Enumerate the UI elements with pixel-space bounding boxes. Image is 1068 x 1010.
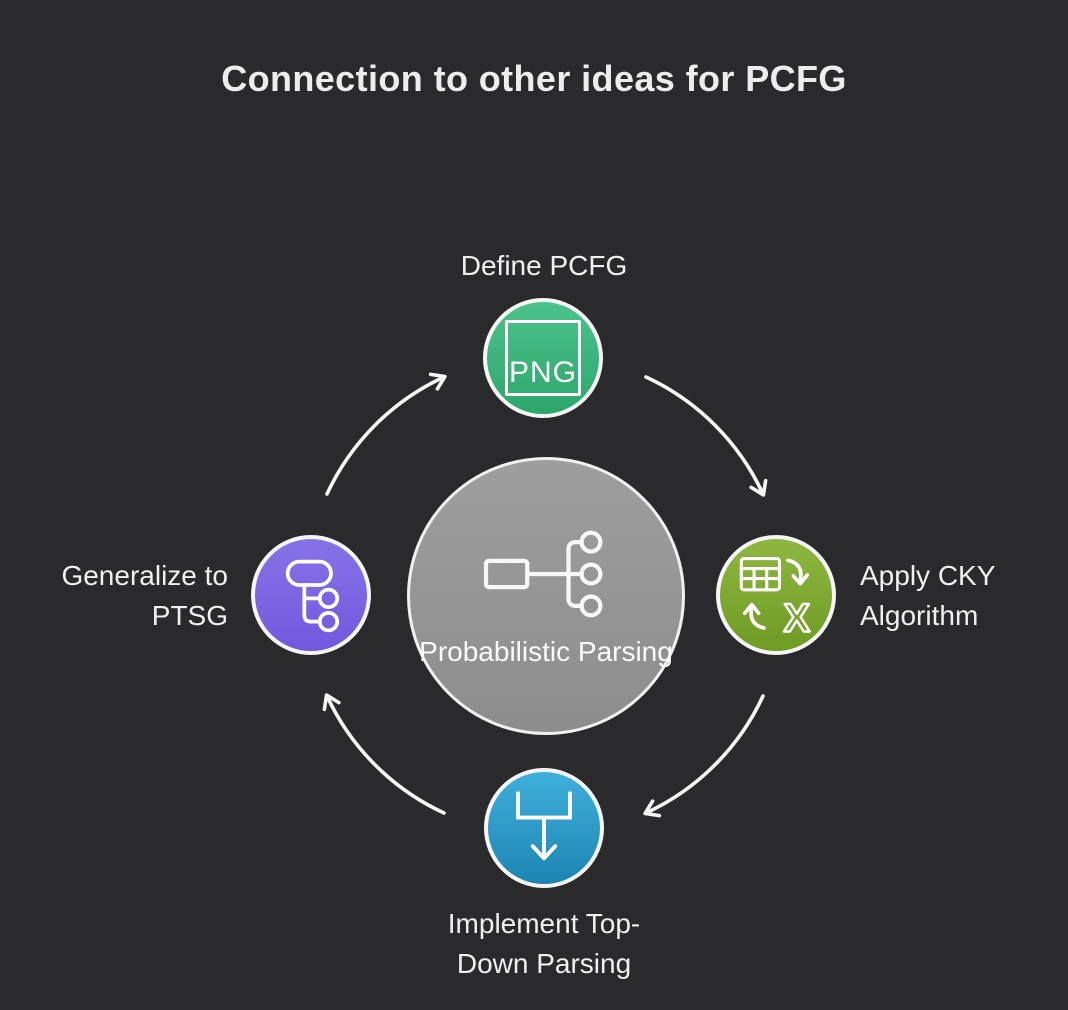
table-convert-x-icon: X — [739, 557, 812, 642]
tree-branch-icon — [285, 559, 340, 633]
arrow-right-to-bottom — [643, 694, 765, 818]
node-define-pcfg: PNG — [483, 298, 603, 418]
label-define-pcfg: Define PCFG — [460, 250, 628, 281]
label-generalize-ptsg: Generalize to PTSG — [61, 560, 228, 631]
arrow-bottom-to-left — [322, 693, 446, 815]
label-top-down-parsing: Implement Top- Down Parsing — [447, 908, 641, 979]
label-apply-cky: Apply CKY Algorithm — [860, 560, 996, 631]
node-top-down-parsing — [484, 768, 604, 888]
flow-tree-icon — [483, 530, 603, 617]
center-node-label: Probabilistic Parsing — [419, 632, 673, 671]
center-label-line2: Parsing — [577, 635, 673, 667]
node-generalize-ptsg — [251, 535, 371, 655]
svg-text:X: X — [784, 596, 811, 640]
top-down-arrow-icon — [516, 791, 572, 861]
node-apply-cky: X — [716, 535, 836, 655]
center-node-probabilistic-parsing: Probabilistic Parsing — [407, 457, 685, 735]
page-title: Connection to other ideas for PCFG — [221, 58, 847, 99]
png-image-icon: PNG — [505, 320, 581, 396]
arrow-top-to-right — [644, 375, 768, 497]
center-label-line1: Probabilistic — [419, 635, 571, 667]
png-icon-text: PNG — [508, 356, 577, 389]
arrow-left-to-top — [325, 372, 447, 496]
